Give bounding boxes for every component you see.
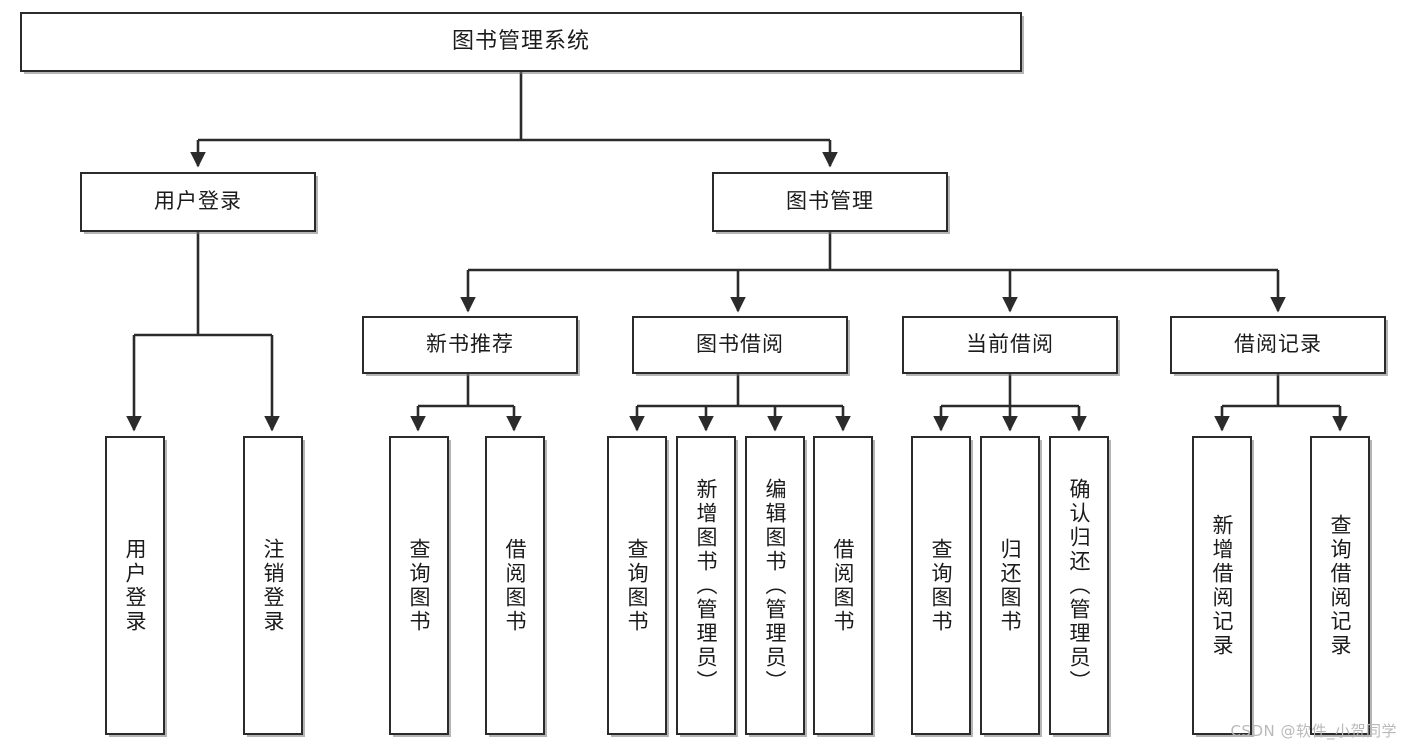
node-new-book-recommend[interactable]: 新书推荐: [362, 316, 578, 374]
node-label: 查询图书: [407, 537, 432, 634]
node-label: 编辑图书（管理员）: [763, 477, 788, 694]
node-label: 借阅记录: [1234, 332, 1322, 357]
node-label: 用户登录: [154, 189, 242, 214]
leaf-borrow-add-book-admin[interactable]: 新增图书（管理员）: [676, 436, 736, 735]
node-label: 新书推荐: [426, 332, 514, 357]
node-label: 图书管理: [786, 189, 874, 214]
leaf-borrow-query-books[interactable]: 查询图书: [607, 436, 667, 735]
node-label: 注销登录: [261, 537, 286, 634]
leaf-recommend-query-books[interactable]: 查询图书: [389, 436, 449, 735]
leaf-current-query-books[interactable]: 查询图书: [911, 436, 971, 735]
leaf-borrow-borrow-books[interactable]: 借阅图书: [813, 436, 873, 735]
node-label: 新增图书（管理员）: [694, 477, 719, 694]
leaf-user-login-login[interactable]: 用户登录: [105, 436, 165, 735]
leaf-borrow-edit-book-admin[interactable]: 编辑图书（管理员）: [745, 436, 805, 735]
leaf-current-confirm-return-admin[interactable]: 确认归还（管理员）: [1049, 436, 1109, 735]
watermark: CSDN @软件_小贺同学: [1230, 722, 1397, 740]
node-label: 查询借阅记录: [1328, 513, 1353, 658]
node-label: 当前借阅: [966, 332, 1054, 357]
node-label: 用户登录: [123, 537, 148, 634]
node-current-borrow[interactable]: 当前借阅: [902, 316, 1118, 374]
leaf-current-return-books[interactable]: 归还图书: [980, 436, 1040, 735]
node-user-login[interactable]: 用户登录: [80, 172, 316, 232]
node-label: 查询图书: [625, 537, 650, 634]
node-label: 查询图书: [929, 537, 954, 634]
node-label: 借阅图书: [831, 537, 856, 634]
node-borrow-record[interactable]: 借阅记录: [1170, 316, 1386, 374]
node-label: 图书借阅: [696, 332, 784, 357]
node-label: 图书管理系统: [451, 28, 590, 54]
node-book-borrow[interactable]: 图书借阅: [632, 316, 848, 374]
leaf-record-query-record[interactable]: 查询借阅记录: [1310, 436, 1370, 735]
node-root-book-management-system[interactable]: 图书管理系统: [20, 12, 1022, 72]
leaf-user-login-logout[interactable]: 注销登录: [243, 436, 303, 735]
node-book-management[interactable]: 图书管理: [712, 172, 948, 232]
node-label: 借阅图书: [503, 537, 528, 634]
node-label: 新增借阅记录: [1210, 513, 1235, 658]
node-label: 归还图书: [998, 537, 1023, 634]
node-label: 确认归还（管理员）: [1067, 477, 1092, 694]
leaf-recommend-borrow-books[interactable]: 借阅图书: [485, 436, 545, 735]
leaf-record-add-record[interactable]: 新增借阅记录: [1192, 436, 1252, 735]
